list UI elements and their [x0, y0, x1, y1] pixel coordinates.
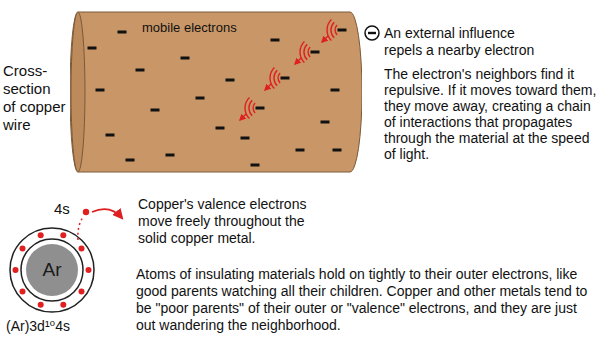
- chain-explanation: The electron's neighbors find it repulsi…: [384, 66, 598, 162]
- electron-circle: [365, 26, 379, 40]
- electron: [151, 109, 160, 112]
- electron: [333, 149, 342, 152]
- shell-electron: [20, 289, 26, 295]
- electron: [256, 107, 265, 110]
- electron: [88, 47, 97, 50]
- electron: [251, 164, 260, 167]
- electron: [321, 121, 330, 124]
- electron: [331, 89, 340, 92]
- electron: [126, 159, 135, 162]
- shell-electron: [86, 267, 92, 273]
- orbital-label: 4s: [54, 200, 78, 217]
- wave-arcs: [245, 97, 255, 118]
- wire-caption-box: Cross-section of copper wire: [3, 62, 67, 134]
- orbital-label-box: 4s: [54, 200, 78, 217]
- electron: [311, 51, 320, 54]
- influence-note-box: An external influence repels a nearby el…: [384, 25, 554, 59]
- node-text: mobile electrons: [142, 20, 237, 36]
- argon-core: Ar: [26, 244, 78, 296]
- shell-electron: [60, 232, 66, 238]
- wave-arrow: [322, 36, 328, 42]
- electron: [338, 29, 347, 32]
- minus-sign: [368, 32, 376, 34]
- electron: [166, 154, 175, 157]
- electron: [136, 69, 145, 72]
- shell-electron: [20, 246, 26, 252]
- shell-electron: [13, 267, 19, 273]
- inner-shell-ring: [21, 239, 83, 301]
- electron: [271, 39, 280, 42]
- wave-arrow: [240, 114, 246, 120]
- wire-caption: Cross-section of copper wire: [3, 62, 67, 134]
- electron: [281, 77, 290, 80]
- wave-arcs: [300, 41, 310, 62]
- shell-electron: [79, 246, 85, 252]
- electron: [118, 31, 127, 34]
- valence-note-box: Copper's valence electrons move freely t…: [138, 196, 334, 247]
- copper-wire: mobile electrons: [70, 10, 362, 174]
- electron: [296, 149, 305, 152]
- wave-arcs: [270, 67, 280, 88]
- electron: [106, 134, 115, 137]
- outer-shell-ring: [10, 228, 94, 312]
- chain-explanation-box: The electron's neighbors find it repulsi…: [384, 66, 598, 162]
- electron: [96, 89, 105, 92]
- valence-electron: [83, 209, 89, 215]
- influence-note: An external influence repels a nearby el…: [384, 25, 554, 59]
- node-text: Ar: [43, 259, 62, 281]
- insulator-explanation-box: Atoms of insulating materials hold on ti…: [136, 266, 598, 334]
- atom-diagram: [10, 209, 122, 312]
- electron: [196, 97, 205, 100]
- shell-electron: [38, 232, 44, 238]
- valence-arrow: [92, 209, 122, 218]
- wave-arrow: [265, 84, 271, 90]
- escape-path: [78, 217, 83, 240]
- shell-electron: [79, 289, 85, 295]
- external-electron-symbol: [365, 26, 379, 40]
- electron: [181, 57, 190, 60]
- electron-configuration-box: (Ar)3d¹⁰4s: [6, 318, 116, 335]
- wave-arrow: [295, 58, 301, 64]
- mobile-electrons: [88, 29, 347, 167]
- electron: [216, 127, 225, 130]
- electron: [226, 79, 235, 82]
- electron-configuration: (Ar)3d¹⁰4s: [6, 318, 116, 335]
- wave-arcs: [327, 19, 337, 40]
- repulsion-waves: [240, 19, 337, 120]
- wire-body: [70, 12, 362, 172]
- electron: [241, 137, 250, 140]
- valence-note: Copper's valence electrons move freely t…: [138, 196, 334, 247]
- shell-electron: [60, 302, 66, 308]
- shell-electron: [38, 302, 44, 308]
- insulator-explanation: Atoms of insulating materials hold on ti…: [136, 266, 598, 334]
- wire-end: [71, 12, 85, 172]
